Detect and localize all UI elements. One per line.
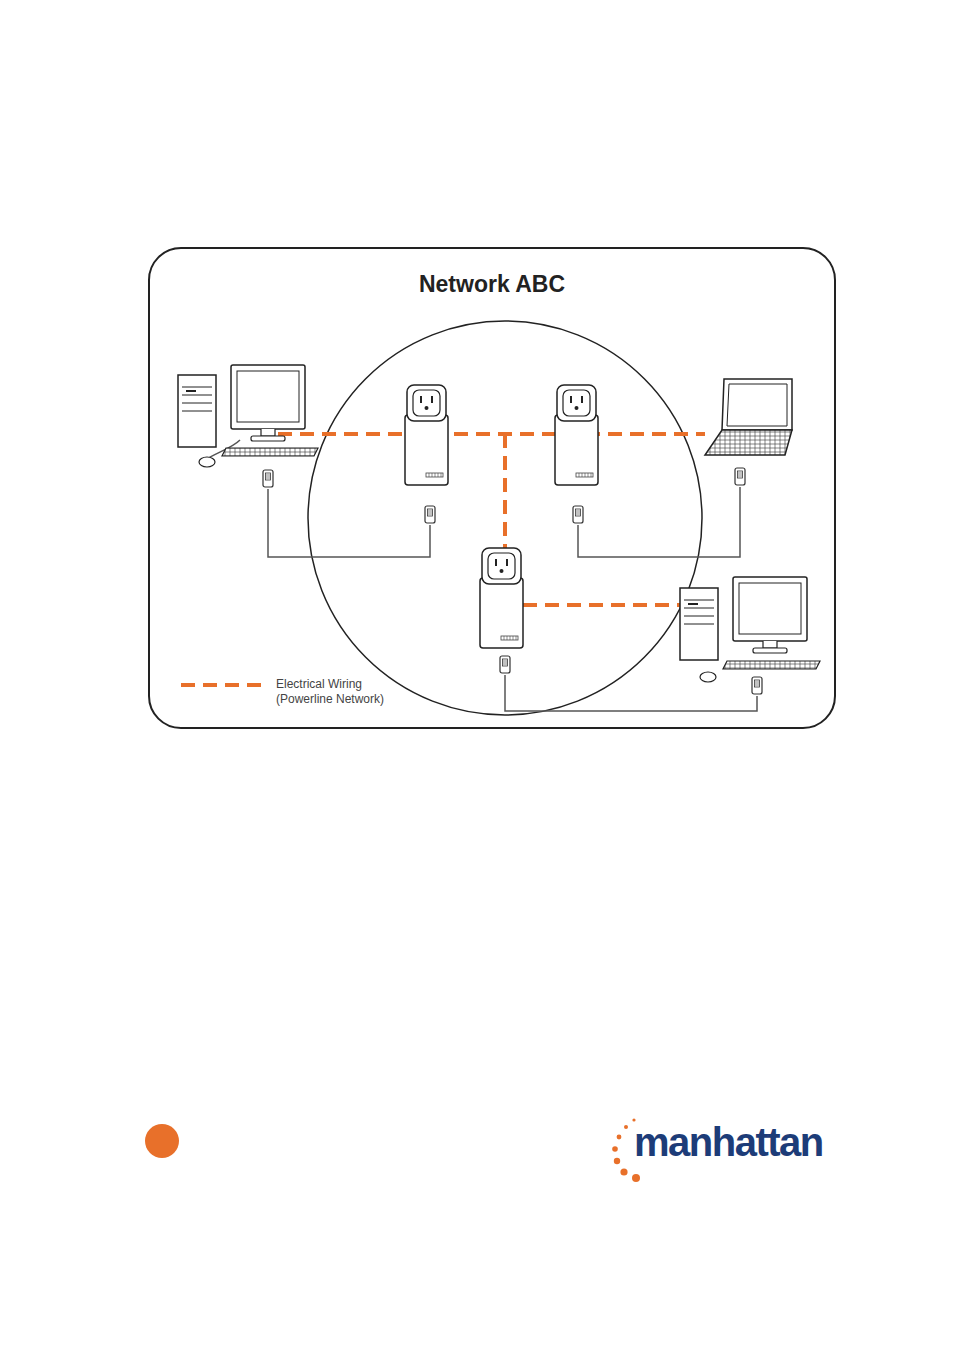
illustration-part [268, 489, 430, 557]
illustration-part [178, 375, 216, 447]
illustration-part [727, 384, 787, 426]
illustration-part [523, 603, 680, 607]
illustration-part [614, 1158, 620, 1164]
illustration-part [578, 487, 740, 557]
illustration-part [278, 432, 705, 436]
illustration-part [700, 672, 716, 682]
illustration-part [620, 1168, 627, 1175]
illustration-part [145, 1124, 179, 1158]
illustration-part [425, 506, 435, 523]
illustration-part [503, 434, 507, 548]
illustration-part [624, 1125, 628, 1129]
legend-text: Electrical Wiring (Powerline Network) [276, 677, 398, 707]
illustration-part [199, 457, 215, 467]
illustration-part [480, 548, 523, 648]
illustration-part [722, 379, 792, 430]
illustration-part [573, 506, 583, 523]
illustration-part [205, 440, 757, 711]
illustration-part [263, 470, 273, 487]
brand-logo: manhattan [634, 1119, 823, 1165]
illustration-part [555, 385, 598, 485]
illustration-part [752, 677, 762, 694]
illustration-part [733, 577, 807, 653]
illustration-part [612, 1146, 618, 1152]
illustration-part [680, 588, 718, 660]
illustration-part [723, 661, 820, 669]
illustration-part [500, 656, 510, 673]
illustration-part [231, 365, 305, 441]
illustration-part [405, 385, 448, 485]
illustration-part [222, 448, 318, 456]
illustration-part [632, 1174, 640, 1182]
legend-sample [181, 683, 262, 687]
illustration-part [705, 430, 792, 455]
illustration-part [505, 675, 757, 711]
illustration-part [735, 468, 745, 485]
diagram-title: Network ABC [148, 271, 836, 298]
illustration-part [308, 321, 702, 715]
illustration-part [149, 248, 835, 728]
illustration-part [617, 1135, 622, 1140]
